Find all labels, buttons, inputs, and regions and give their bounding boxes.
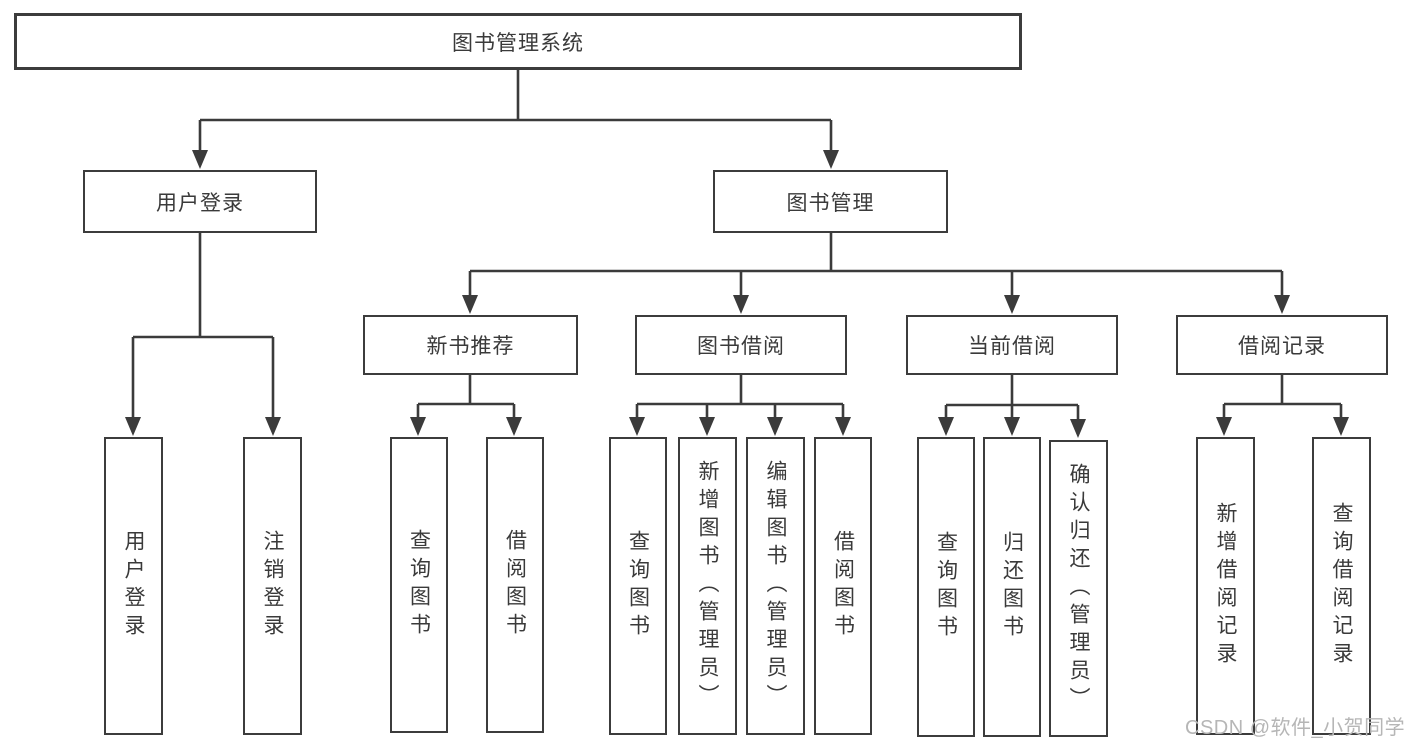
query-books-box-3: 查询图书 [917, 437, 975, 737]
borrow-books-box-1: 借阅图书 [486, 437, 544, 733]
return-books-box: 归还图书 [983, 437, 1041, 737]
borrow-books-label-1: 借阅图书 [503, 529, 527, 641]
root-box: 图书管理系统 [14, 13, 1022, 70]
edit-book-admin-label: 编辑图书（管理员） [764, 460, 787, 712]
user-login-label: 用户登录 [156, 191, 244, 215]
add-borrow-record-label: 新增借阅记录 [1214, 502, 1237, 670]
root-label: 图书管理系统 [452, 31, 584, 55]
query-books-label-3: 查询图书 [934, 531, 958, 643]
query-books-label-1: 查询图书 [407, 529, 431, 641]
new-book-recommend-box: 新书推荐 [363, 315, 578, 375]
current-borrowing-label: 当前借阅 [968, 335, 1056, 358]
book-management-label: 图书管理 [786, 191, 875, 215]
borrow-books-label-2: 借阅图书 [831, 530, 855, 642]
borrow-books-box-2: 借阅图书 [814, 437, 872, 735]
user-login-leaf-label: 用户登录 [122, 530, 145, 642]
confirm-return-admin-box: 确认归还（管理员） [1049, 440, 1108, 737]
user-login-box: 用户登录 [83, 170, 317, 233]
add-borrow-record-box: 新增借阅记录 [1196, 437, 1255, 735]
book-management-box: 图书管理 [713, 170, 948, 233]
query-borrow-record-box: 查询借阅记录 [1312, 437, 1371, 735]
query-books-label-2: 查询图书 [626, 530, 650, 642]
new-book-recommend-label: 新书推荐 [426, 335, 515, 358]
watermark: CSDN @软件_小贺同学 [1185, 717, 1405, 739]
query-books-box-1: 查询图书 [390, 437, 448, 733]
logout-leaf-label: 注销登录 [261, 530, 284, 642]
borrowing-records-label: 借阅记录 [1238, 335, 1326, 358]
add-book-admin-box: 新增图书（管理员） [678, 437, 737, 735]
query-borrow-record-label: 查询借阅记录 [1330, 502, 1353, 670]
edit-book-admin-box: 编辑图书（管理员） [746, 437, 805, 735]
book-borrowing-box: 图书借阅 [635, 315, 847, 375]
add-book-admin-label: 新增图书（管理员） [696, 460, 719, 712]
user-login-leaf-box: 用户登录 [104, 437, 163, 735]
logout-leaf-box: 注销登录 [243, 437, 302, 735]
confirm-return-admin-label: 确认归还（管理员） [1067, 462, 1090, 715]
current-borrowing-box: 当前借阅 [906, 315, 1118, 375]
return-books-label: 归还图书 [1000, 531, 1024, 643]
borrowing-records-box: 借阅记录 [1176, 315, 1388, 375]
query-books-box-2: 查询图书 [609, 437, 667, 735]
book-borrowing-label: 图书借阅 [697, 335, 785, 358]
